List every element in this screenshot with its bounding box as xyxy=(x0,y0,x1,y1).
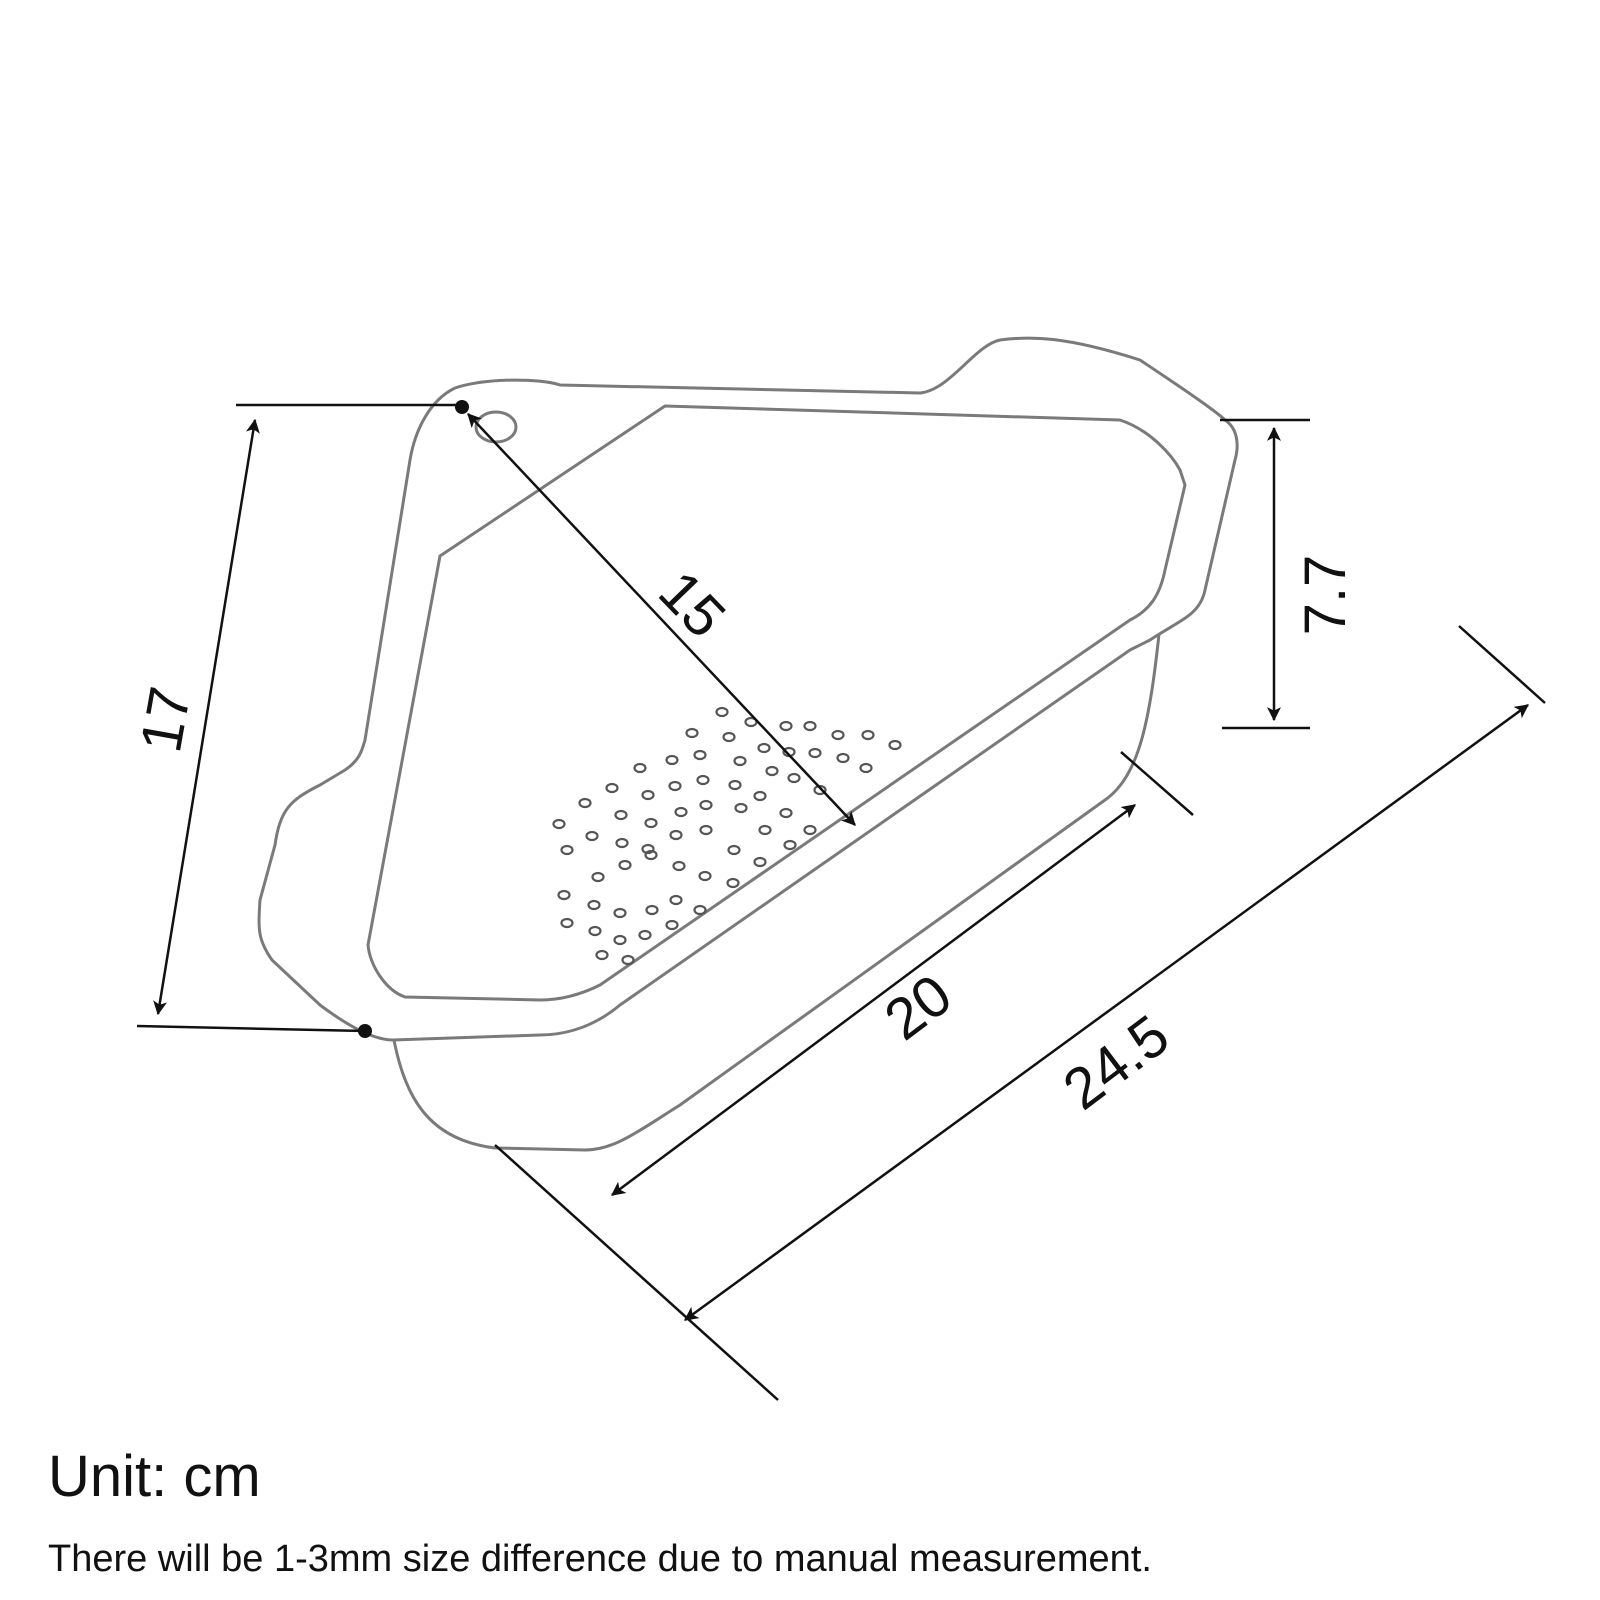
label-24-5: 24.5 xyxy=(1052,1003,1181,1123)
drain-hole xyxy=(595,949,609,961)
corner-sink-strainer xyxy=(257,336,1239,1152)
extension-line-inner-right xyxy=(1120,751,1194,816)
drain-hole xyxy=(587,899,601,911)
label-7-7: 7.7 xyxy=(1293,555,1358,636)
drain-hole xyxy=(585,830,599,842)
extension-line-outer-right xyxy=(1458,625,1546,704)
unit-label: Unit: cm xyxy=(48,1444,261,1509)
hanging-hole xyxy=(474,410,518,444)
dimension-line-24-5 xyxy=(684,703,1529,1322)
drain-hole xyxy=(560,917,574,929)
dimension-length xyxy=(494,625,1546,1401)
measure-point-top xyxy=(455,400,469,414)
extension-line-bottom-left xyxy=(136,1024,366,1033)
measure-point-bottom xyxy=(358,1024,372,1038)
label-17: 17 xyxy=(128,682,203,757)
drain-hole xyxy=(560,844,574,856)
drain-hole xyxy=(591,871,605,883)
measurement-note: There will be 1-3mm size difference due … xyxy=(48,1538,1152,1580)
label-20: 20 xyxy=(873,962,964,1053)
dimension-height-left xyxy=(136,403,462,1033)
dimension-line-17 xyxy=(153,418,260,1016)
extension-line-bottom xyxy=(494,1144,779,1401)
drain-hole xyxy=(588,925,602,937)
drain-hole xyxy=(557,889,571,901)
